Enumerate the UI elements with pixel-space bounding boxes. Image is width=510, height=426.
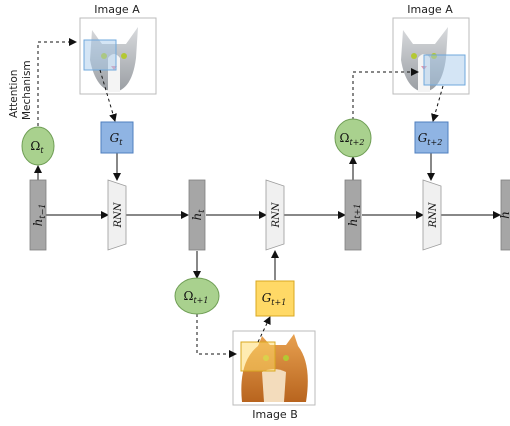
glimpse-g-tp2-label: Gt+2: [418, 131, 443, 147]
image-a-right-title: Image A: [407, 3, 453, 16]
hidden-state-htp1: ht+1: [344, 179, 362, 251]
rnn-cell-2: RNN: [265, 179, 285, 251]
attention-omega-t-label: Ωt: [30, 139, 44, 155]
hidden-state-edge: h: [498, 179, 510, 251]
image-a-right: Image A: [392, 3, 470, 95]
dashed-image-b-to-g-tp1: [257, 316, 271, 343]
hidden-state-htp1-label: ht+1: [346, 204, 362, 227]
image-a-left-title: Image A: [94, 3, 140, 16]
connectors: [34, 38, 501, 358]
hidden-state-htm1-label: ht−1: [31, 204, 47, 227]
attention-mechanism-label: Attention Mechanism: [8, 60, 33, 120]
attention-omega-tp2: Ωt+2: [334, 118, 372, 158]
attention-omega-tp2-label: Ωt+2: [340, 131, 365, 147]
glimpse-g-tp1-label: Gt+1: [262, 291, 287, 307]
attention-omega-tp1: Ωt+1: [174, 277, 220, 315]
rnn-cell-3: RNN: [422, 179, 442, 251]
glimpse-box-left: [83, 39, 117, 71]
dashed-omega-t-to-image-a: [37, 38, 77, 126]
rnn-cell-3-label: RNN: [428, 201, 439, 228]
hidden-state-htm1: ht−1: [29, 179, 47, 251]
hidden-state-edge-label: h: [498, 211, 510, 219]
attention-omega-t: Ωt: [21, 126, 55, 166]
hidden-state-ht-label: ht: [190, 209, 206, 221]
dashed-omega-tp1-to-image-b: [196, 314, 237, 358]
hidden-state-ht: ht: [188, 179, 206, 251]
rnn-cell-1: RNN: [107, 179, 127, 251]
side-label-line2: Mechanism: [21, 60, 33, 120]
dashed-image-a-to-g-tp2: [431, 85, 444, 122]
glimpse-g-tp2: Gt+2: [414, 121, 449, 154]
image-b: Image B: [232, 330, 316, 421]
rnn-cell-1-label: RNN: [113, 201, 124, 228]
glimpse-g-t-label: Gt: [110, 131, 124, 147]
image-a-left: Image A: [79, 3, 157, 95]
dashed-image-a-to-g-t: [99, 69, 117, 122]
glimpse-box-right: [423, 54, 466, 86]
glimpse-box-b: [240, 341, 276, 372]
attention-omega-tp1-label: Ωt+1: [184, 289, 209, 305]
glimpse-g-t: Gt: [100, 121, 134, 154]
rnn-cell-2-label: RNN: [271, 201, 282, 228]
glimpse-g-tp1: Gt+1: [255, 280, 295, 317]
dashed-omega-tp2-to-image-a: [352, 68, 419, 120]
side-label-line1: Attention: [8, 70, 20, 118]
image-b-title: Image B: [252, 408, 298, 421]
